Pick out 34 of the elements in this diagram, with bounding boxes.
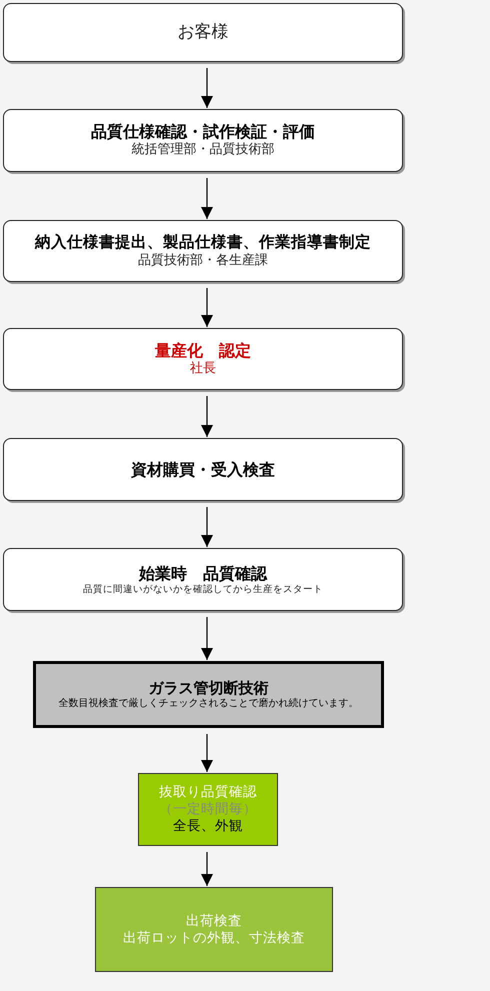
arrow	[201, 852, 213, 886]
process-box	[3, 328, 403, 390]
step-detail: 出荷ロットの外観、寸法検査	[123, 930, 305, 946]
step-title: お客様	[178, 22, 228, 44]
arrow	[201, 288, 213, 327]
process-box	[3, 220, 403, 282]
process-box	[3, 548, 403, 611]
arrow	[201, 68, 213, 108]
step-detail: （一定時間毎）	[159, 801, 257, 818]
step-detail: 統括管理部・品質技術部	[132, 142, 274, 159]
process-box	[95, 887, 333, 972]
process-box	[3, 109, 403, 172]
step-title: 品質仕様確認・試作検証・評価	[91, 122, 315, 142]
process-box	[3, 3, 403, 62]
step-detail: 品質に間違いがないかを確認してから生産をスタート	[83, 584, 323, 596]
arrow	[201, 617, 213, 660]
step-title: 資材購買・受入検査	[131, 460, 275, 480]
step-title: 始業時 品質確認	[139, 564, 267, 584]
step-title: 出荷検査	[186, 912, 242, 930]
process-box	[33, 661, 384, 728]
process-box	[3, 438, 403, 501]
step-title: 抜取り品質確認	[159, 784, 257, 802]
step-detail: 全数目視検査で厳しくチェックされることで磨かれ続けています。	[58, 698, 358, 710]
step-title: ガラス管切断技術	[148, 679, 268, 698]
arrow	[201, 734, 213, 772]
step-title: 納入仕様書提出、製品仕様書、作業指導書制定	[35, 233, 371, 253]
arrow	[201, 178, 213, 219]
step-detail: 品質技術部・各生産課	[138, 252, 268, 269]
process-box	[138, 773, 278, 846]
step-detail: 社長	[190, 360, 216, 378]
arrow	[201, 507, 213, 547]
arrow	[201, 396, 213, 437]
step-title: 量産化 認定	[155, 340, 251, 361]
step-detail: 全長、外観	[173, 818, 243, 835]
